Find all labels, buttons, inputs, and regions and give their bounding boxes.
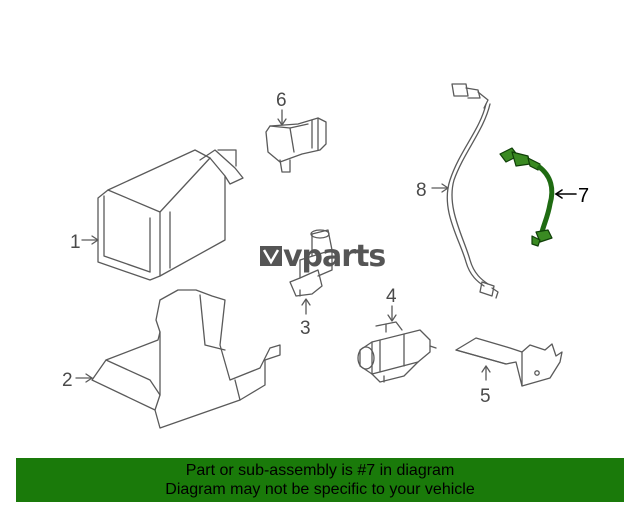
part-4-solenoid[interactable] (357, 321, 437, 383)
leader-2 (75, 373, 93, 383)
callout-3: 3 (300, 318, 311, 339)
callout-8: 8 (416, 180, 427, 201)
watermark-badge-icon (260, 246, 282, 266)
info-banner: Part or sub-assembly is #7 in diagram Di… (16, 458, 624, 502)
callout-1: 1 (70, 232, 81, 253)
part-7-highlighted-sensor[interactable] (499, 147, 555, 247)
part-6-sensor[interactable] (265, 117, 327, 173)
leader-5 (481, 365, 491, 381)
part-8-oxygen-sensor[interactable] (446, 83, 499, 299)
part-5-plate[interactable] (455, 337, 563, 387)
callout-4: 4 (386, 286, 397, 307)
leader-3 (301, 298, 311, 315)
banner-line-1: Part or sub-assembly is #7 in diagram (185, 462, 455, 479)
banner-line-2: Diagram may not be specific to your vehi… (165, 481, 475, 498)
callout-5: 5 (480, 386, 491, 407)
watermark-text: vparts (283, 239, 385, 274)
leader-8 (431, 183, 449, 193)
callout-7: 7 (578, 185, 589, 207)
leader-1 (81, 235, 99, 245)
part-1-canister[interactable] (97, 149, 244, 281)
part-2-tray[interactable] (91, 289, 281, 429)
leader-7 (554, 189, 577, 199)
callout-2: 2 (62, 370, 73, 391)
leader-6 (277, 109, 287, 126)
watermark-logo: vparts (260, 239, 386, 274)
callout-6: 6 (276, 90, 287, 111)
leader-4 (387, 305, 397, 322)
part-3-valve[interactable] (289, 229, 333, 297)
